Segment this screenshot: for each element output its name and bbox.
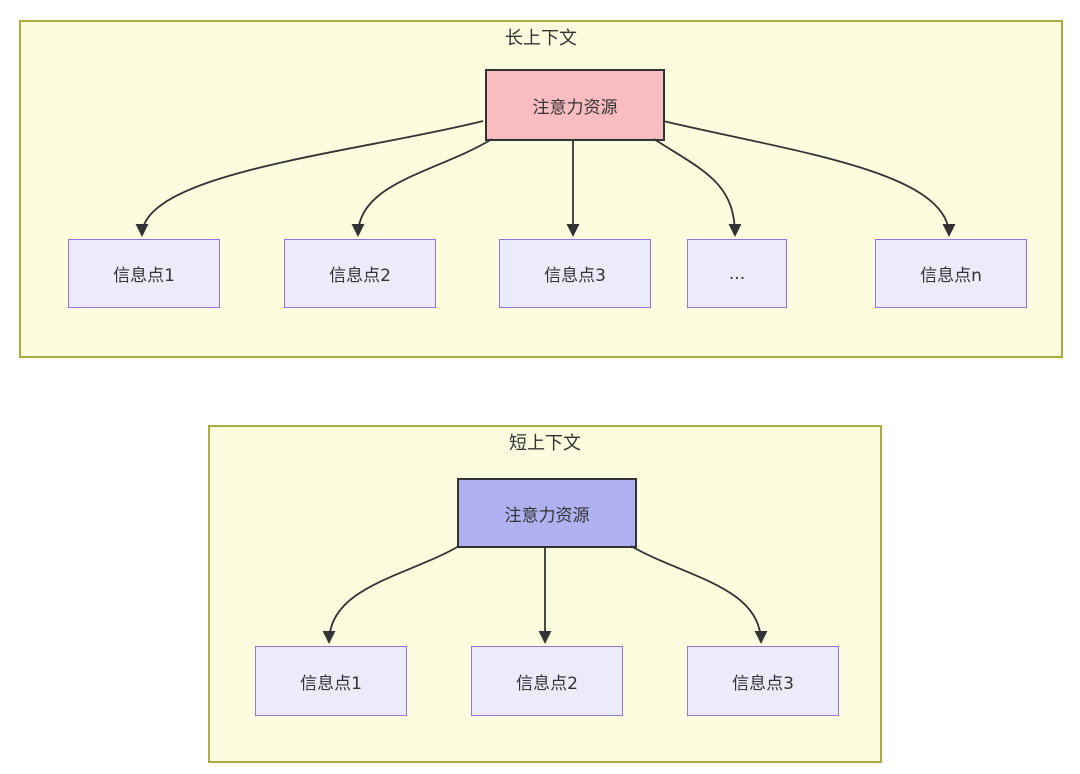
short-info-node-3: 信息点3 <box>687 646 839 716</box>
long-info-node-ellipsis: ... <box>687 239 787 308</box>
long-info-node-1: 信息点1 <box>68 239 220 308</box>
short-attention-node: 注意力资源 <box>457 478 637 548</box>
long-context-container: 长上下文 注意力资源 信息点1 信息点2 信息点3 ... 信息点n <box>19 20 1063 358</box>
long-attention-node: 注意力资源 <box>485 69 665 141</box>
short-context-container: 短上下文 注意力资源 信息点1 信息点2 信息点3 <box>208 425 882 763</box>
short-context-title: 短上下文 <box>509 433 581 454</box>
long-context-title: 长上下文 <box>505 28 577 49</box>
short-info-node-1: 信息点1 <box>255 646 407 716</box>
long-info-node-3: 信息点3 <box>499 239 651 308</box>
short-info-node-2: 信息点2 <box>471 646 623 716</box>
long-info-node-n: 信息点n <box>875 239 1027 308</box>
long-info-node-2: 信息点2 <box>284 239 436 308</box>
